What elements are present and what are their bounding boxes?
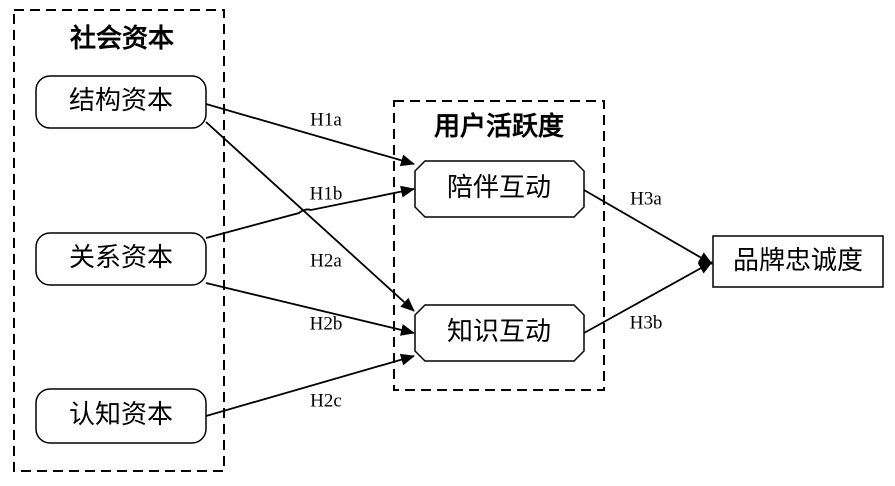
node-relational-capital: 关系资本	[35, 232, 207, 286]
label-h2c: H2c	[310, 390, 342, 411]
node-companion-interaction-label: 陪伴互动	[447, 173, 551, 203]
node-companion-interaction: 陪伴互动	[414, 160, 585, 218]
label-h3a: H3a	[630, 188, 662, 209]
arrow-h1a	[205, 103, 415, 167]
node-knowledge-interaction: 知识互动	[414, 304, 585, 362]
node-cognitive-capital-label: 认知资本	[69, 400, 173, 430]
arrow-h1b	[205, 185, 415, 239]
node-brand-loyalty-label: 品牌忠诚度	[733, 246, 863, 276]
node-relational-capital-label: 关系资本	[69, 243, 173, 273]
user-activity-title: 用户活跃度	[434, 111, 564, 142]
label-h3b: H3b	[630, 312, 663, 333]
user-activity-group	[393, 100, 605, 391]
social-capital-title: 社会资本	[70, 23, 174, 54]
label-h1b: H1b	[310, 183, 343, 204]
node-structural-capital-label: 结构资本	[69, 86, 173, 116]
arrow-h2c	[205, 353, 415, 417]
node-structural-capital: 结构资本	[35, 75, 207, 129]
node-cognitive-capital: 认知资本	[35, 388, 207, 444]
arrow-h3b	[583, 261, 713, 334]
arrow-h2a	[205, 121, 415, 312]
label-h1a: H1a	[310, 109, 342, 130]
label-h2b: H2b	[310, 313, 343, 334]
social-capital-group	[13, 9, 225, 472]
node-knowledge-interaction-label: 知识互动	[447, 317, 551, 347]
arrow-h2b	[205, 282, 415, 336]
node-brand-loyalty: 品牌忠诚度	[712, 235, 884, 288]
arrow-h3a	[583, 189, 713, 265]
label-h2a: H2a	[310, 250, 342, 271]
